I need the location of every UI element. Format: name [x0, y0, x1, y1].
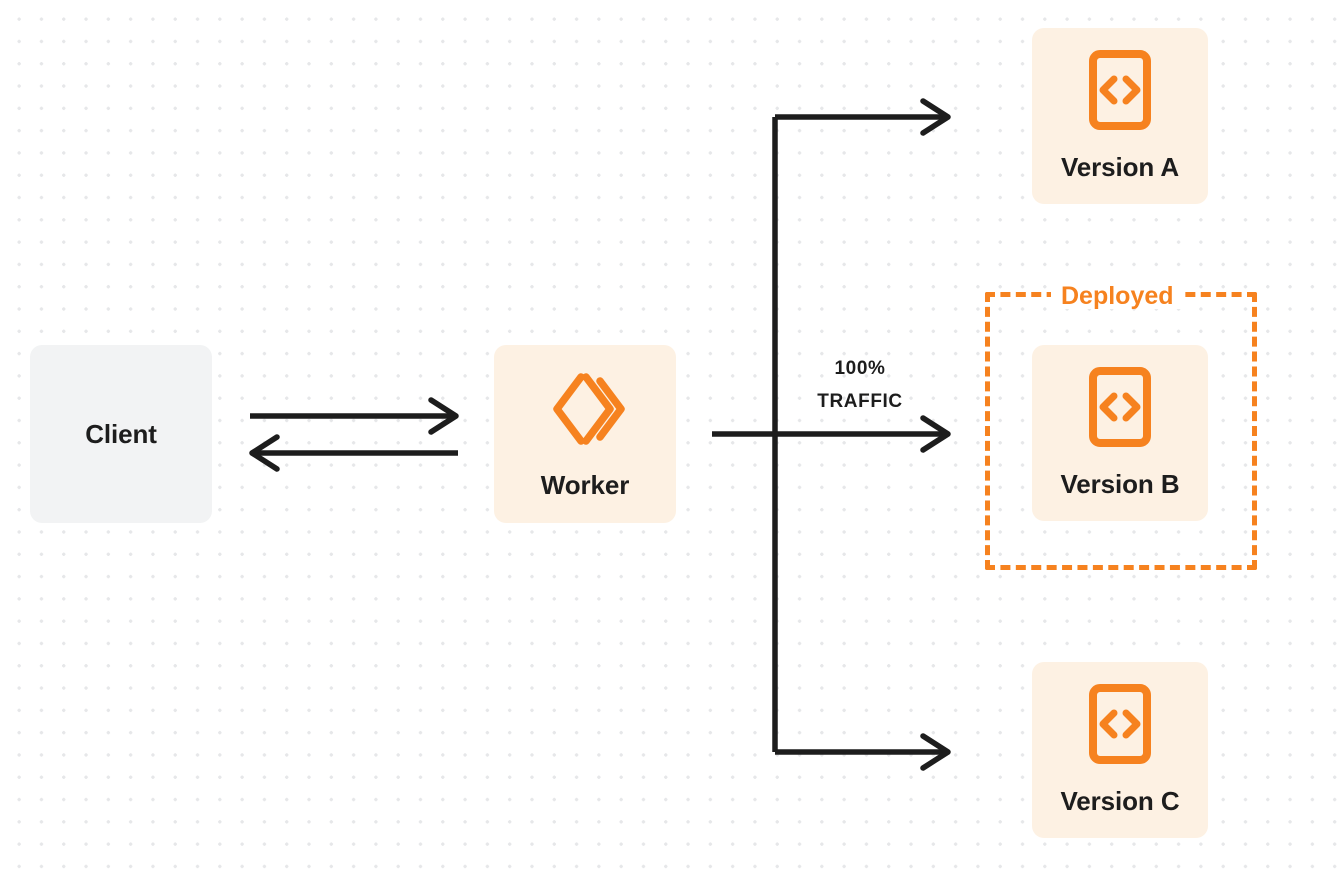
node-worker-label: Worker: [540, 470, 630, 500]
node-version-b[interactable]: Version B: [1032, 345, 1208, 521]
code-brackets-icon: [1088, 683, 1152, 770]
node-client[interactable]: Client: [30, 345, 212, 523]
arrow-worker-to-version-b: [712, 415, 951, 453]
traffic-unit: TRAFFIC: [817, 391, 903, 413]
traffic-label: 100% TRAFFIC: [770, 352, 950, 419]
node-worker[interactable]: Worker: [494, 345, 676, 523]
arrow-trunk-to-version-c: [775, 733, 951, 771]
traffic-percent: 100%: [834, 358, 886, 379]
arrow-trunk-to-version-a: [775, 98, 951, 136]
node-client-label: Client: [85, 418, 157, 449]
code-brackets-icon: [1088, 366, 1152, 453]
code-brackets-icon: [1088, 49, 1152, 136]
node-version-c[interactable]: Version C: [1032, 662, 1208, 838]
node-version-a-label: Version A: [1060, 152, 1180, 182]
arrow-worker-to-client: [249, 434, 458, 472]
node-version-a[interactable]: Version A: [1032, 28, 1208, 204]
arrow-client-to-worker: [250, 397, 459, 435]
cloudflare-workers-logo-icon: [543, 367, 627, 456]
deployed-group-label: Deployed: [1051, 284, 1184, 309]
node-version-c-label: Version C: [1060, 786, 1180, 816]
node-version-b-label: Version B: [1060, 469, 1180, 499]
